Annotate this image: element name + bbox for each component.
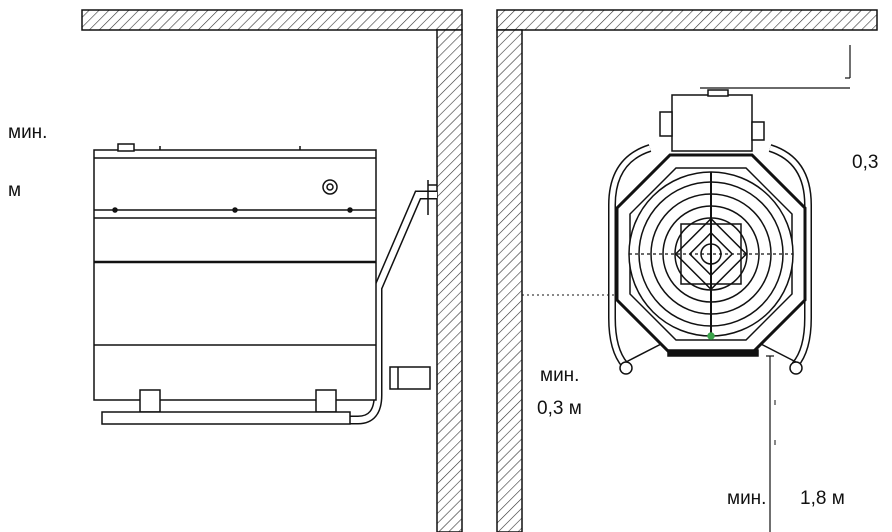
left-ceiling xyxy=(81,9,463,31)
left-wall-structure xyxy=(81,9,463,532)
heater-foot-right xyxy=(315,389,337,413)
right-ceiling xyxy=(496,9,878,31)
left-wall xyxy=(436,29,463,532)
label-side-min: мин. xyxy=(540,365,580,386)
label-bottom-value: 1,8 м xyxy=(800,488,845,509)
label-left-m: м xyxy=(8,180,22,201)
label-right-top-clearance: 0,3 xyxy=(852,152,879,173)
heater-side-view xyxy=(93,143,437,425)
label-bottom-min: мин. xyxy=(727,488,767,509)
heater-front-view xyxy=(522,45,851,532)
heater-foot-left xyxy=(139,389,161,413)
right-wall xyxy=(496,29,523,532)
label-side-value: 0,3 м xyxy=(537,398,582,419)
control-box xyxy=(671,94,753,152)
outlet-nozzle xyxy=(389,366,431,390)
base-runner xyxy=(101,411,351,425)
label-left-min: мин. xyxy=(8,122,48,143)
